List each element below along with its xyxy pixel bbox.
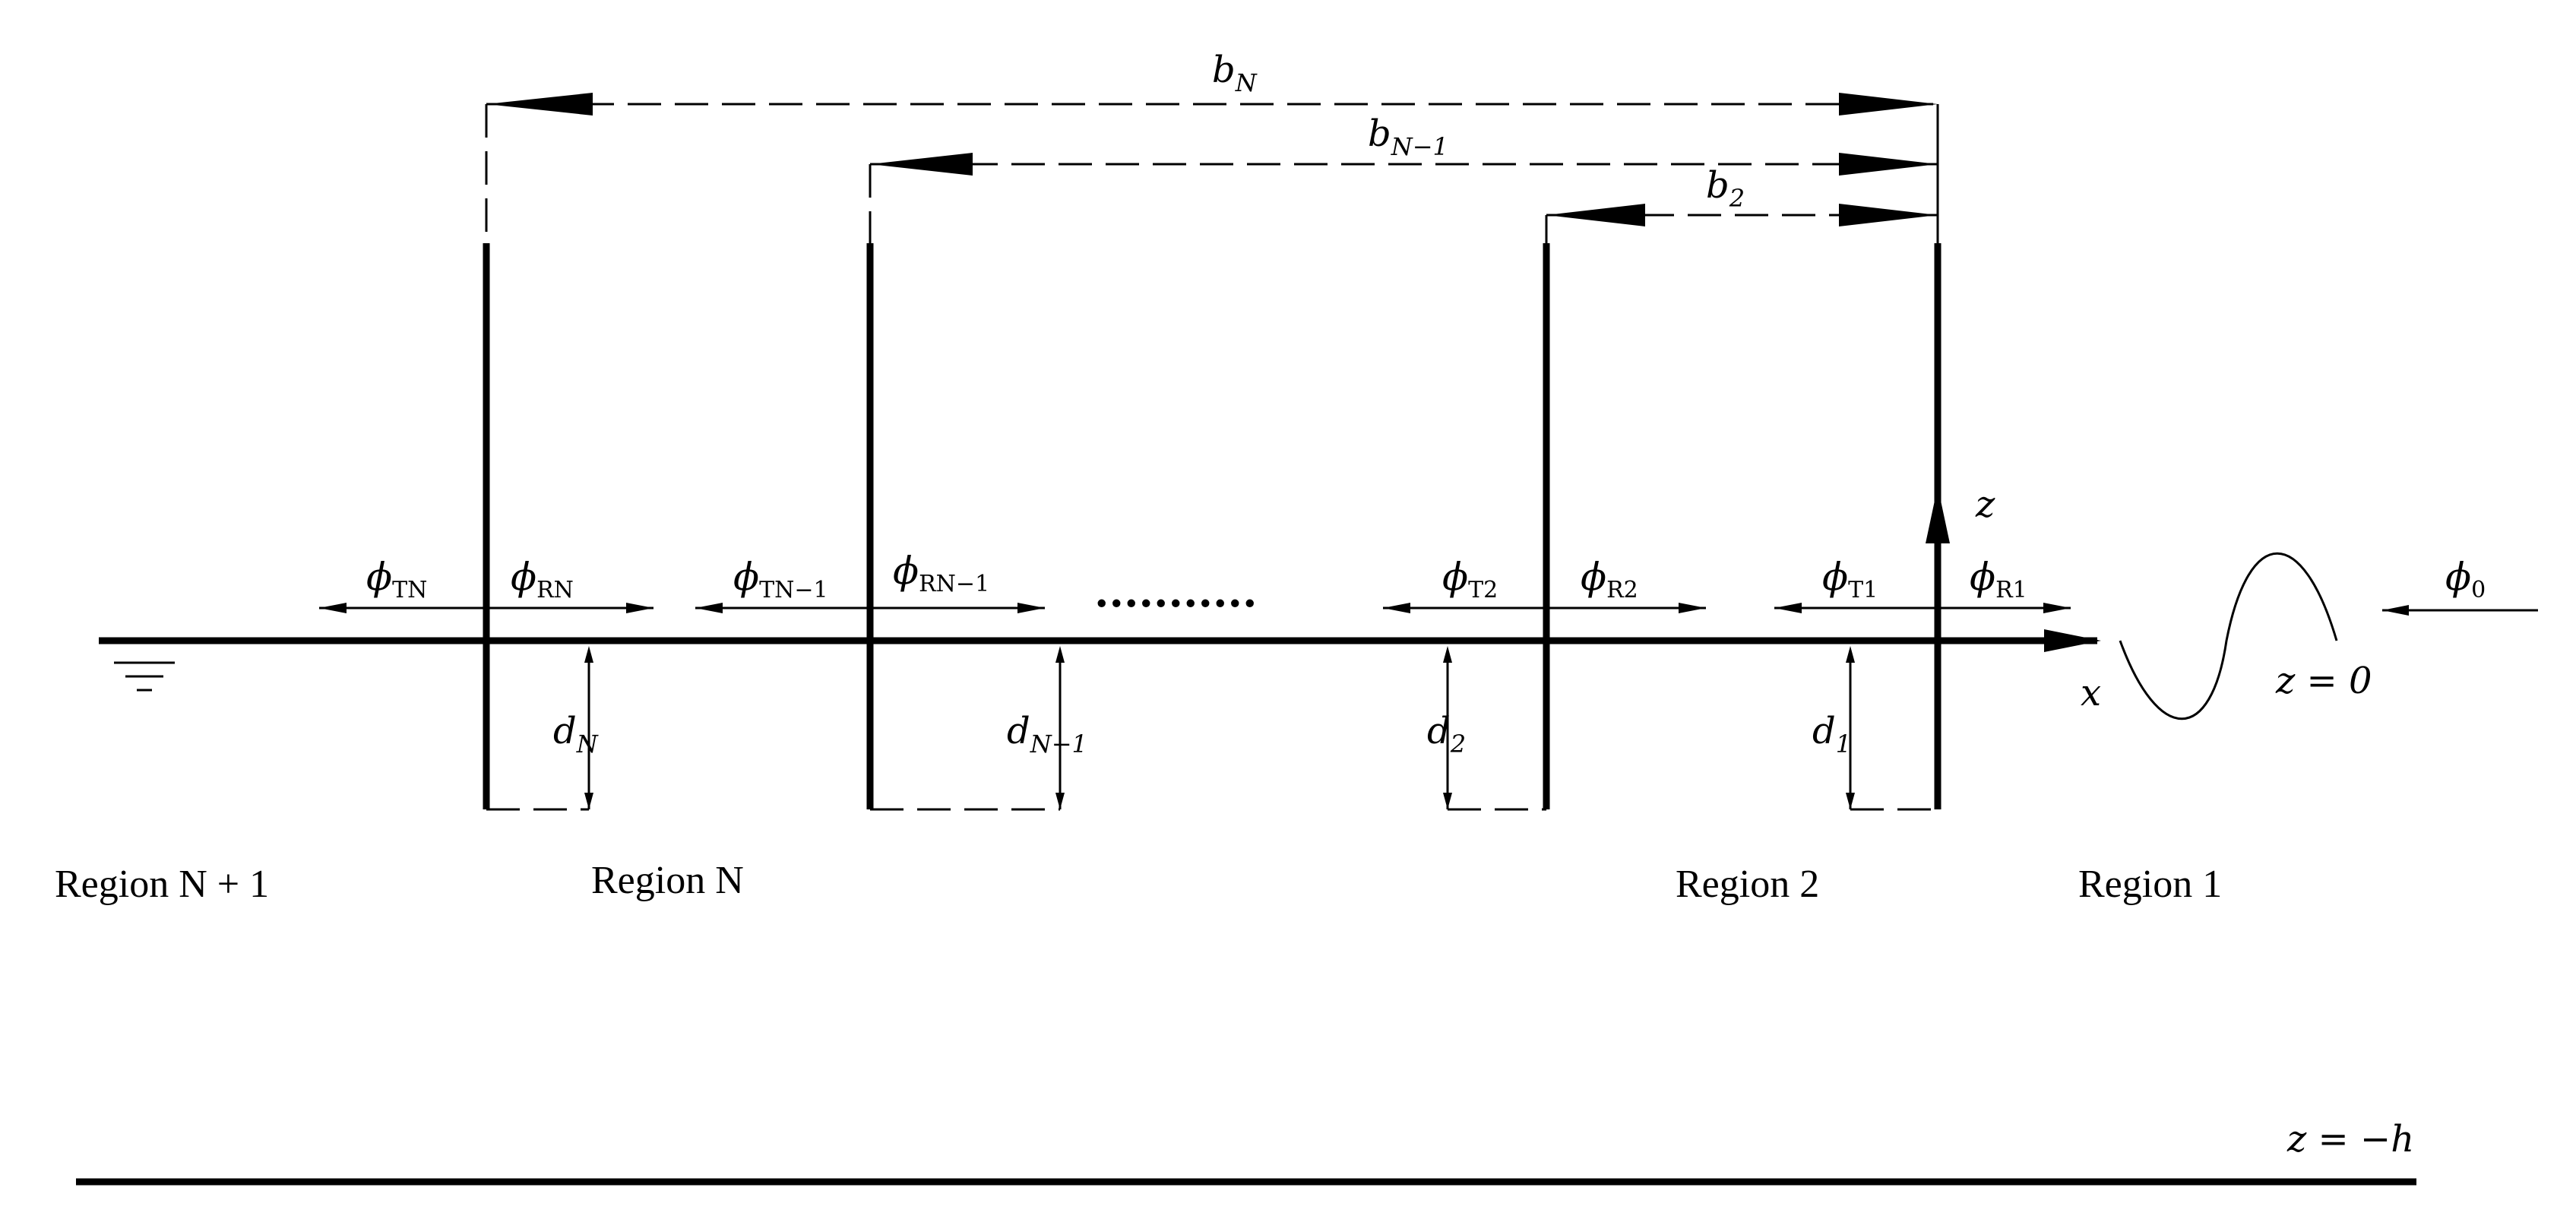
label-d2: d2 — [1427, 710, 1466, 758]
label-bN-1: bN−1 — [1368, 112, 1448, 161]
label-region-N1: Region N + 1 — [55, 863, 269, 906]
label-b2: b2 — [1706, 164, 1745, 213]
x-axis-arrow — [2044, 629, 2101, 652]
label-phiT2: ϕT2 — [1442, 555, 1498, 603]
incident-wave — [2119, 552, 2338, 720]
label-phiT1: ϕT1 — [1822, 555, 1878, 603]
dimension-bN — [485, 93, 1938, 243]
label-region-2: Region 2 — [1676, 863, 1819, 906]
label-d1: d1 — [1812, 710, 1851, 758]
dimension-b2 — [1545, 104, 1939, 243]
phi-R2-arrow — [1546, 603, 1706, 613]
label-z: z — [1975, 483, 1995, 526]
phi-RN-1-arrow — [870, 603, 1045, 613]
label-z0: z = 0 — [2275, 660, 2372, 702]
phi-T1-arrow — [1774, 603, 1938, 613]
ellipsis-dots: ........... — [1094, 567, 1257, 617]
label-dN-1: dN−1 — [1007, 710, 1087, 758]
label-phi0: ϕ0 — [2445, 555, 2486, 603]
depth-dN-1 — [870, 646, 1065, 811]
label-phiRN: ϕRN — [511, 555, 574, 603]
phi-TN-1-arrow — [695, 603, 870, 613]
label-phiTN: ϕTN — [366, 555, 427, 603]
label-region-N: Region N — [591, 859, 744, 902]
phi-T2-arrow — [1383, 603, 1546, 613]
label-phiRN-1: ϕRN−1 — [893, 549, 989, 597]
depth-d1 — [1846, 646, 1938, 811]
label-phiR2: ϕR2 — [1581, 555, 1638, 603]
label-phiTN-1: ϕTN−1 — [733, 555, 828, 603]
label-zh: z = −h — [2286, 1118, 2414, 1161]
depth-d2 — [1443, 646, 1546, 811]
phi-RN-arrow — [486, 603, 653, 613]
phi-R1-arrow — [1938, 603, 2071, 613]
label-phiR1: ϕR1 — [1970, 555, 2027, 603]
depth-dN — [486, 646, 593, 811]
label-region-1: Region 1 — [2078, 863, 2222, 906]
z-axis-arrow — [1926, 486, 1950, 543]
label-dN: dN — [553, 710, 599, 758]
phi-TN-arrow — [319, 603, 486, 613]
dimension-bN-1 — [869, 153, 1938, 243]
label-bN: bN — [1212, 49, 1258, 97]
water-surface-icon — [114, 661, 175, 692]
label-x: x — [2081, 672, 2101, 714]
